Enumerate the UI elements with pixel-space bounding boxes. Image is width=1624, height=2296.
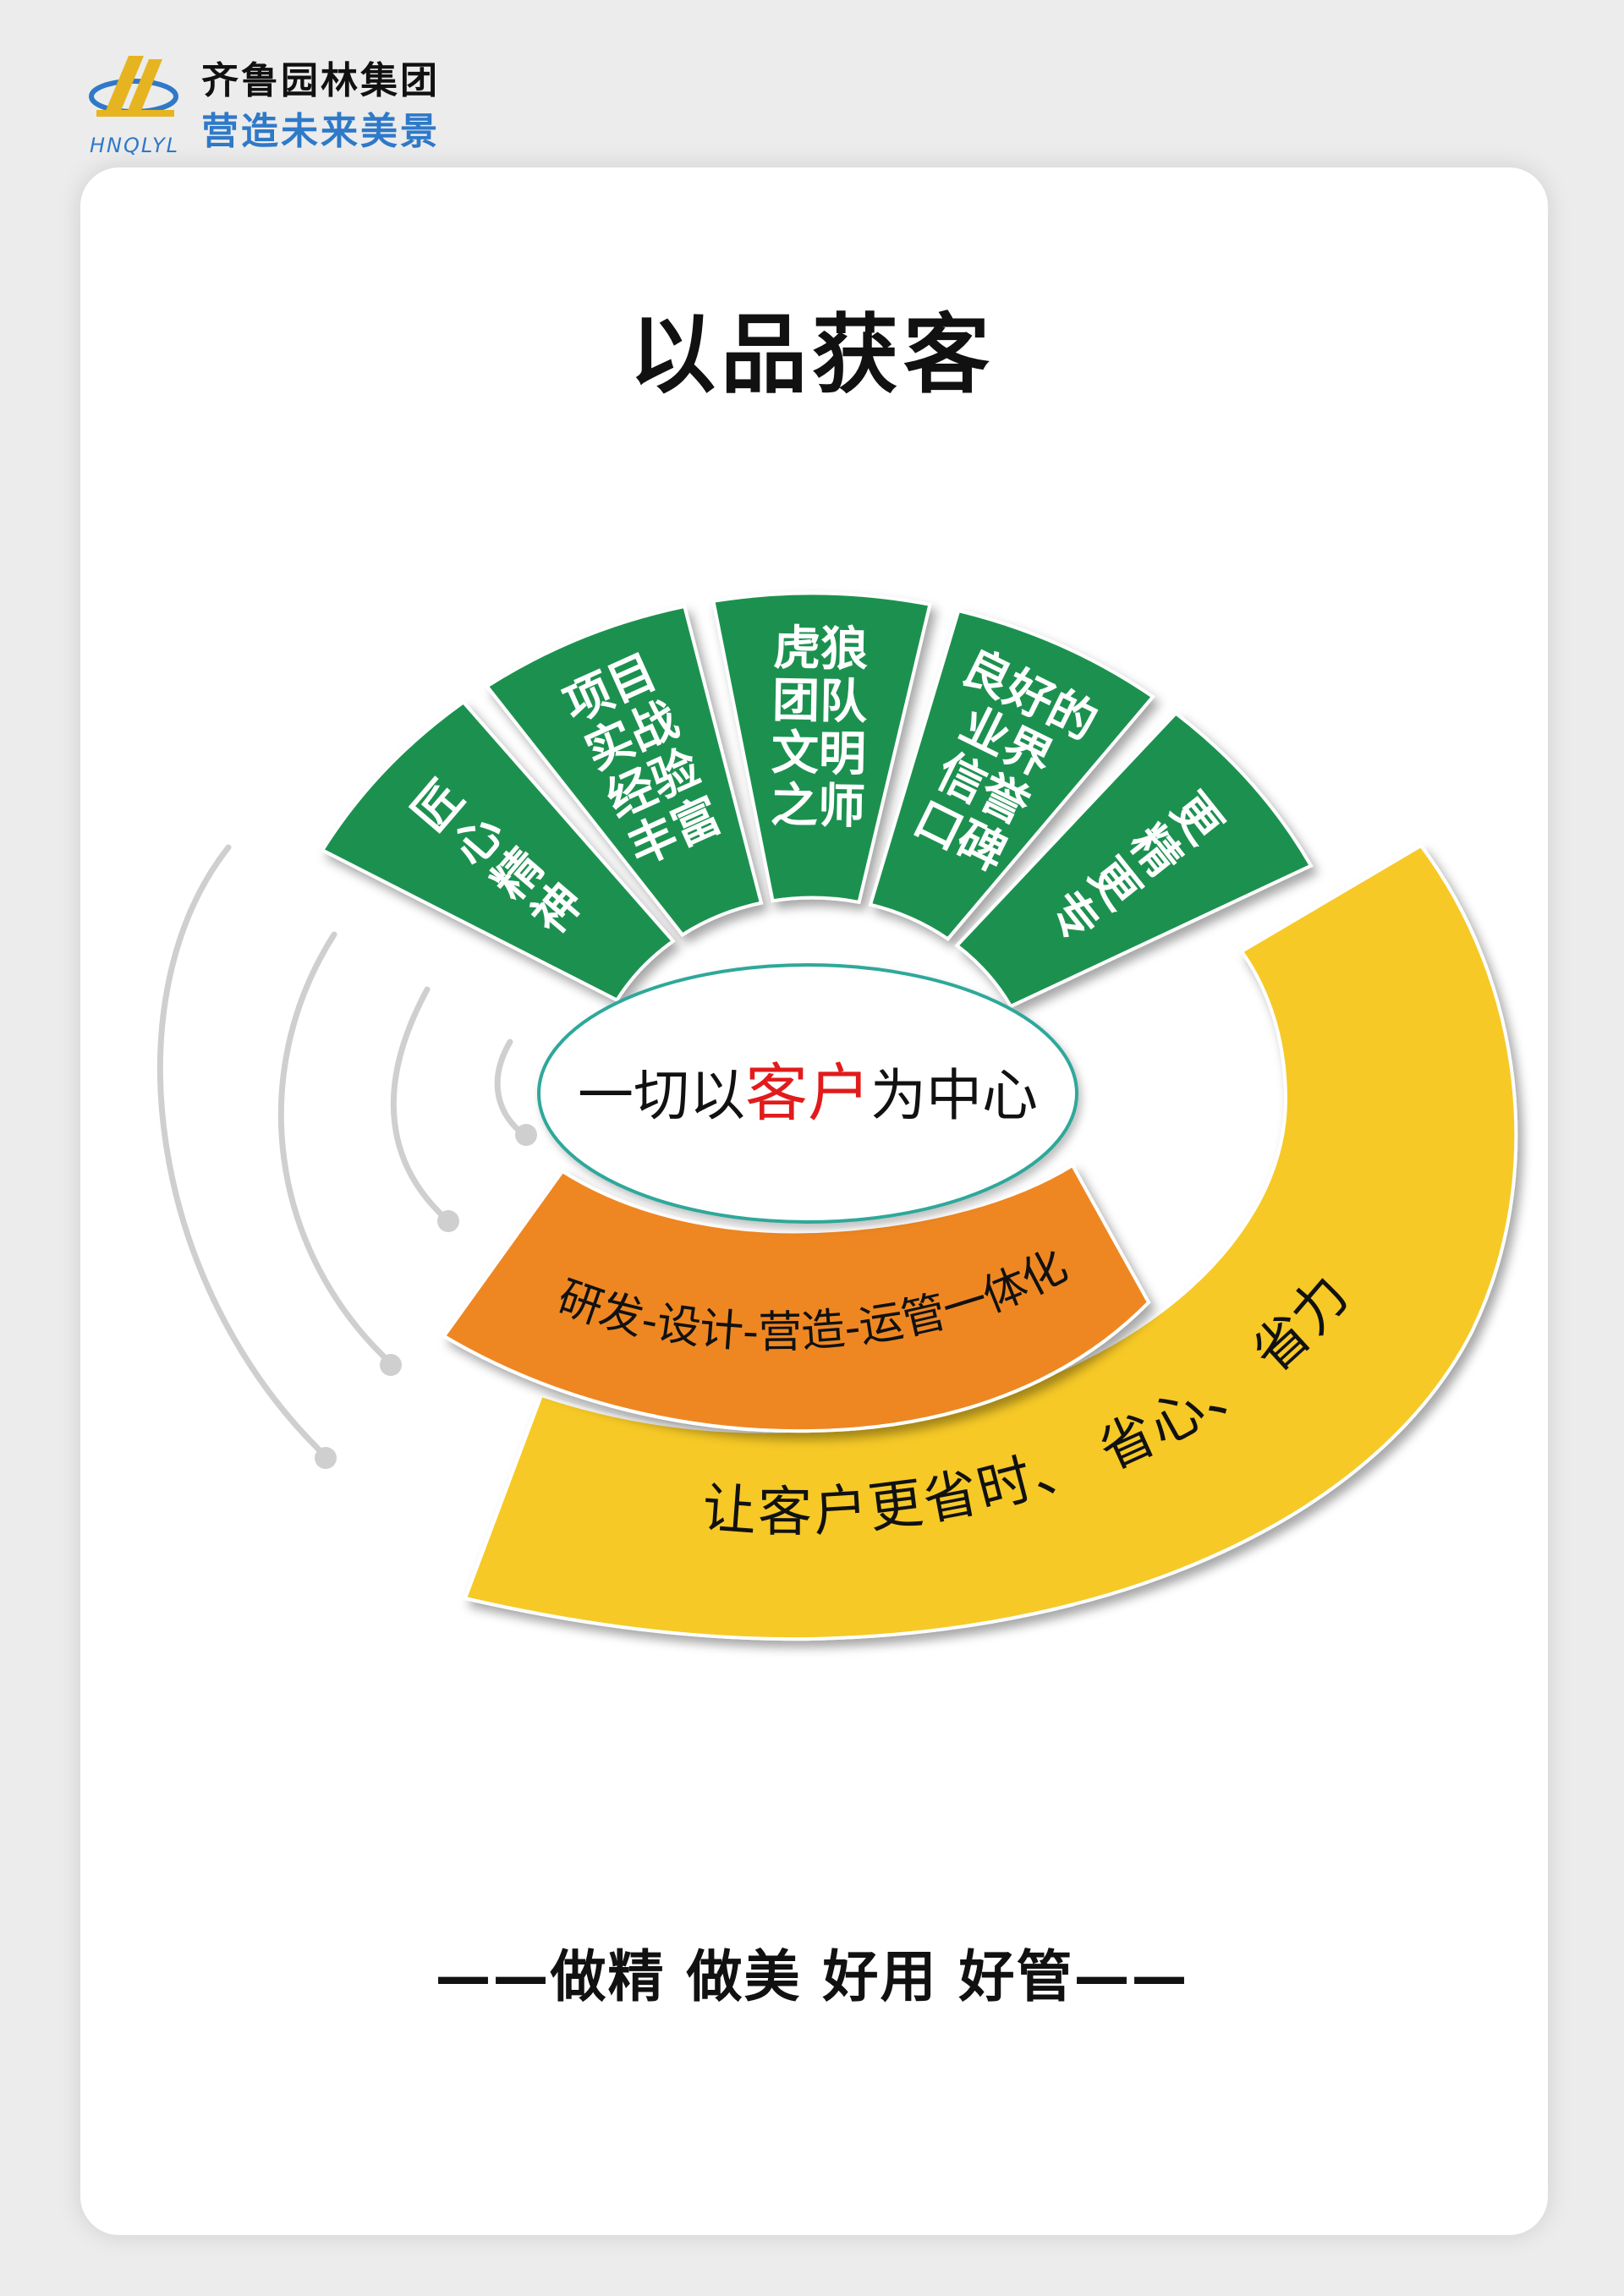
green-segment: 项目实战经验丰富 — [484, 604, 764, 938]
orange-band-shape — [442, 1163, 1151, 1433]
page-title: 以品获客 — [629, 305, 995, 406]
slogan: ——做精 做美 好用 好管—— — [435, 1944, 1189, 2009]
center-label-highlight: 客户 — [745, 1057, 870, 1130]
center-label-suffix: 为中心 — [870, 1063, 1038, 1128]
center-label-prefix: 一切以 — [578, 1063, 745, 1128]
green-segment: 匠心精神 — [320, 699, 676, 1003]
decorative-arcs — [157, 844, 528, 1460]
green-segment-shape — [484, 604, 764, 938]
yellow-band-shape — [463, 843, 1518, 1641]
logo-tagline: 营造未来美景 — [201, 110, 440, 153]
logo-company-name: 齐鲁园林集团 — [201, 59, 440, 102]
green-segment-line: 团队 — [772, 673, 869, 730]
decorative-dots — [315, 1124, 537, 1469]
logo-abbr: HNQLYL — [90, 134, 179, 157]
green-segment-shape — [320, 699, 676, 1003]
green-segment: 良好的业界信誉口碑 — [868, 608, 1155, 941]
decorative-dot — [315, 1447, 337, 1469]
decorative-dot — [437, 1210, 459, 1232]
green-segment: 更精更专 — [954, 710, 1314, 1009]
green-segment-line: 文明 — [771, 726, 866, 782]
green-segment-line: 虎狼 — [773, 621, 869, 677]
center-ellipse: 一切以客户为中心 — [537, 963, 1078, 1224]
decorative-arc — [390, 986, 450, 1223]
green-segment-shape — [954, 710, 1314, 1009]
orange-band: 研发-设计-营造-运管一体化 — [442, 1163, 1151, 1433]
decorative-arc — [494, 1038, 528, 1138]
green-segment-shape — [868, 608, 1155, 941]
logo-emblem-icon — [89, 56, 178, 117]
green-segment: 虎狼团队文明之师 — [711, 591, 932, 905]
company-logo: HNQLYL 齐鲁园林集团 营造未来美景 — [89, 56, 440, 157]
center-label: 一切以客户为中心 — [578, 1057, 1038, 1130]
green-segment-line: 之师 — [770, 778, 865, 835]
green-segments: 匠心精神项目实战经验丰富虎狼团队文明之师良好的业界信誉口碑更精更专 — [320, 591, 1314, 1009]
green-segment-shape — [711, 591, 932, 905]
decorative-dot — [380, 1354, 402, 1376]
decorative-arc — [277, 931, 394, 1367]
decorative-arc — [157, 844, 329, 1460]
decorative-dot — [515, 1124, 537, 1146]
green-segment-label: 虎狼团队文明之师 — [770, 621, 869, 835]
center-ellipse-shape — [537, 963, 1078, 1224]
